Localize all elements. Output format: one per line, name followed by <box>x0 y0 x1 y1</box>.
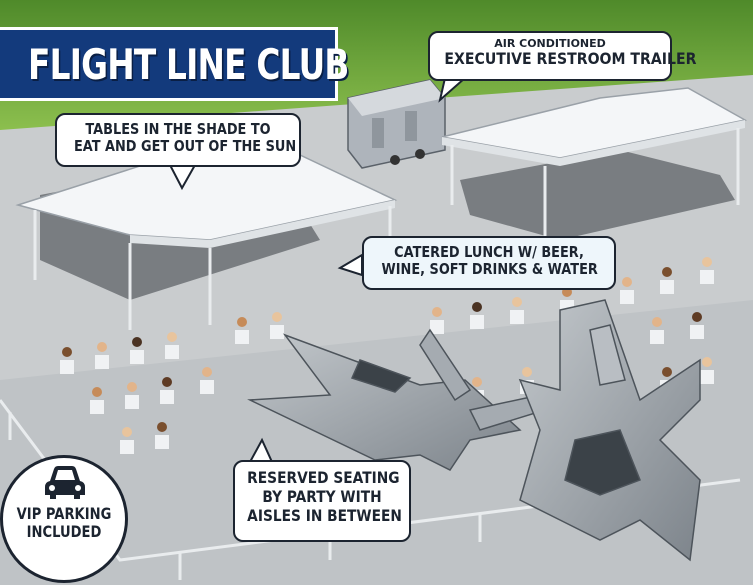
lunch-callout: CATERED LUNCH W/ BEER, WINE, SOFT DRINKS… <box>362 236 616 290</box>
restroom-callout-line2: EXECUTIVE RESTROOM TRAILER <box>444 49 697 69</box>
vip-label-line2: INCLUDED <box>26 522 102 542</box>
reserved-callout-line2: BY PARTY WITH <box>262 487 382 507</box>
shade-callout-line1: TABLES IN THE SHADE TO <box>85 120 271 138</box>
shade-callout-line2: EAT AND GET OUT OF THE SUN <box>73 136 297 155</box>
left-tent <box>15 149 398 330</box>
fighter-jet-right <box>518 299 701 562</box>
restroom-trailer <box>347 79 446 169</box>
reserved-seating-callout: RESERVED SEATING BY PARTY WITH AISLES IN… <box>233 460 411 542</box>
reserved-callout-line1: RESERVED SEATING <box>247 468 400 487</box>
restroom-callout: AIR CONDITIONED EXECUTIVE RESTROOM TRAIL… <box>428 31 697 81</box>
lunch-callout-line2: WINE, SOFT DRINKS & WATER <box>381 259 598 278</box>
vip-label-line1: VIP PARKING <box>16 504 112 523</box>
vip-parking-label: VIP PARKING INCLUDED <box>0 504 128 542</box>
title-banner: FLIGHT LINE CLUB <box>0 27 349 101</box>
page-title: FLIGHT LINE CLUB <box>28 40 349 89</box>
shade-callout: TABLES IN THE SHADE TO EAT AND GET OUT O… <box>55 113 301 167</box>
right-tent <box>441 87 748 240</box>
reserved-callout-line3: AISLES IN BETWEEN <box>247 506 402 526</box>
restroom-callout-line1: AIR CONDITIONED <box>494 37 606 50</box>
lunch-callout-line1: CATERED LUNCH W/ BEER, <box>394 243 584 261</box>
car-icon <box>45 466 85 499</box>
